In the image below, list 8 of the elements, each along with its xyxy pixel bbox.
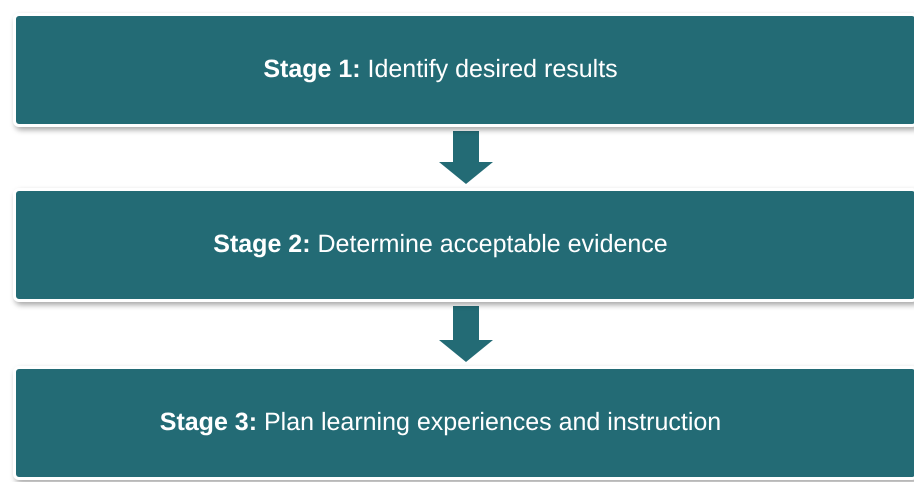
stage-box — [13, 366, 914, 480]
down-arrow — [439, 131, 493, 184]
stage-text: Stage 3: Plan learning experiences and instruction — [160, 407, 722, 438]
stage-text: Stage 1: Identify desired results — [263, 54, 619, 86]
down-arrow — [439, 306, 493, 362]
stage-box — [13, 13, 914, 127]
stage-text: Stage 2: Determine acceptable evidence — [213, 229, 669, 260]
stage-box — [13, 188, 914, 302]
